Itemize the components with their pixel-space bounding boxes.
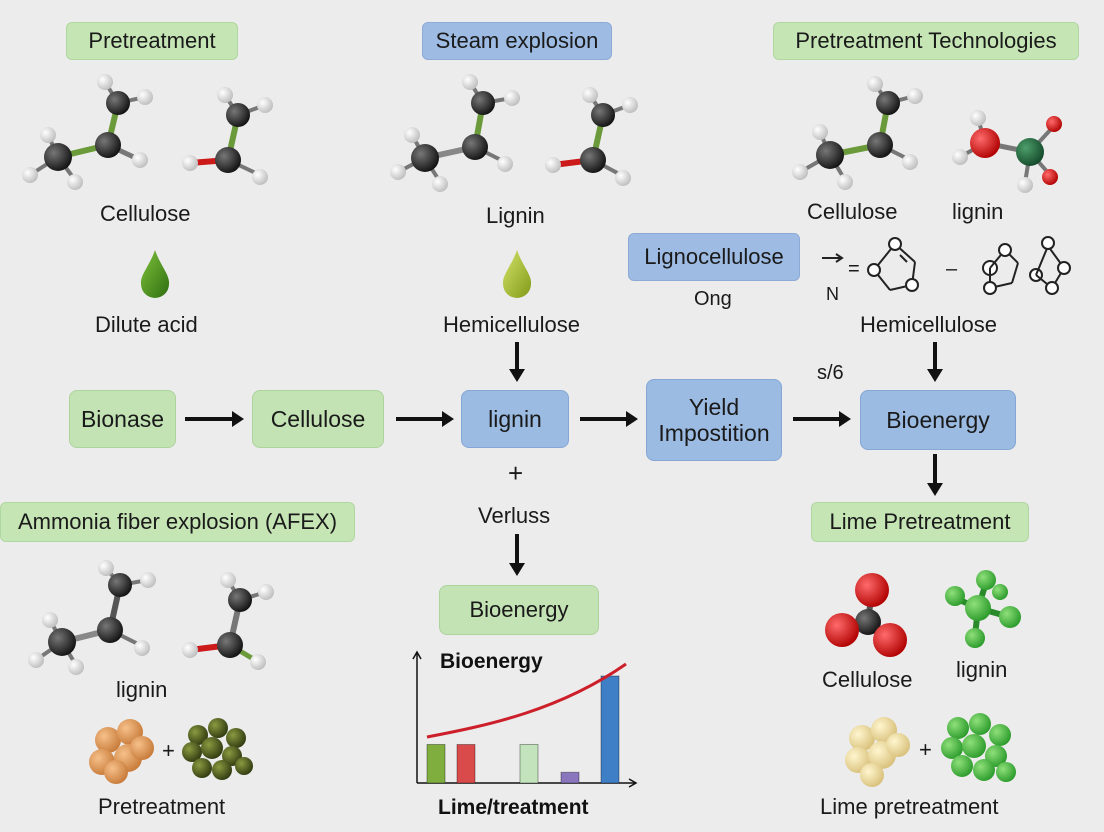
hemicellulose-label: Hemicellulose xyxy=(443,312,580,337)
yield-label: Yield xyxy=(688,394,740,420)
molecule-icon xyxy=(952,110,1062,193)
pretreatment-label: Pretreatment xyxy=(98,794,226,819)
molecule-icon xyxy=(182,87,273,185)
lignin-label: lignin xyxy=(956,657,1008,682)
yellow-cluster-icon xyxy=(845,717,910,787)
pretreatment-tag: Pretreatment xyxy=(66,22,238,60)
chart-bar xyxy=(456,743,476,784)
verluss-label: Verluss xyxy=(478,503,551,528)
chart-title: Bioenergy xyxy=(440,650,543,673)
lime-pretreatment-tag: Lime Pretreatment xyxy=(811,502,1029,542)
plus-sign: + xyxy=(508,458,524,488)
molecule-icon xyxy=(182,572,274,670)
lignin-label: lignin xyxy=(952,199,1004,224)
trend-curve xyxy=(426,662,627,739)
molecule-icon xyxy=(945,570,1021,648)
bionase-box: Bionase xyxy=(69,390,176,448)
lignin-label: lignin xyxy=(116,677,168,702)
afex-tag: Ammonia fiber explosion (AFEX) xyxy=(0,502,355,542)
steam-explosion-tag: Steam explosion xyxy=(422,22,612,60)
acid-drop-icon xyxy=(140,250,170,298)
n-label: N xyxy=(826,284,839,304)
cellulose-label: Cellulose xyxy=(822,667,913,692)
pretreatment-technologies-tag: Pretreatment Technologies xyxy=(773,22,1079,60)
yield-impostition-box: Yield Impostition xyxy=(646,379,782,461)
minus-label: – xyxy=(946,258,958,280)
olive-cluster-icon xyxy=(182,718,253,780)
molecule-icon xyxy=(390,74,520,192)
chart-bar xyxy=(426,743,446,784)
chart-xlabel: Lime/treatment xyxy=(438,796,589,819)
lime-pretreatment-label: Lime pretreatment xyxy=(820,794,999,819)
plus-sign: + xyxy=(919,737,932,762)
cellulose-box: Cellulose xyxy=(252,390,384,448)
dilute-acid-label: Dilute acid xyxy=(95,312,198,337)
hemicellulose-label: Hemicellulose xyxy=(860,312,997,337)
plus-sign: + xyxy=(162,738,175,763)
molecule-icon xyxy=(22,74,153,190)
bioenergy-box: Bioenergy xyxy=(860,390,1016,450)
impostition-label: Impostition xyxy=(658,420,770,446)
chart-bar xyxy=(600,675,620,784)
ring-structure-icon xyxy=(822,236,1071,295)
cellulose-label: Cellulose xyxy=(807,199,898,224)
orange-cluster-icon xyxy=(89,719,154,784)
x-axis-arrow xyxy=(628,778,638,788)
flow-arrows xyxy=(185,342,943,576)
bioenergy-box-lower: Bioenergy xyxy=(439,585,599,635)
lignocellulose-tag: Lignocellulose xyxy=(628,233,800,281)
cellulose-label: Cellulose xyxy=(100,201,191,226)
y-axis-arrow xyxy=(412,650,422,660)
chart-bar xyxy=(560,771,580,784)
molecule-icon xyxy=(825,573,907,657)
acid-drop-icon xyxy=(502,250,532,298)
s6-label: s/6 xyxy=(817,362,844,384)
molecule-icon xyxy=(545,87,638,186)
equals-label: = xyxy=(848,258,860,280)
lignin-label: Lignin xyxy=(486,203,545,228)
lignin-box: lignin xyxy=(461,390,569,448)
green-cluster-icon xyxy=(941,713,1016,782)
ong-label: Ong xyxy=(694,288,732,310)
chart-bar xyxy=(519,743,539,784)
molecule-icon xyxy=(28,560,156,675)
molecule-icon xyxy=(792,76,923,190)
